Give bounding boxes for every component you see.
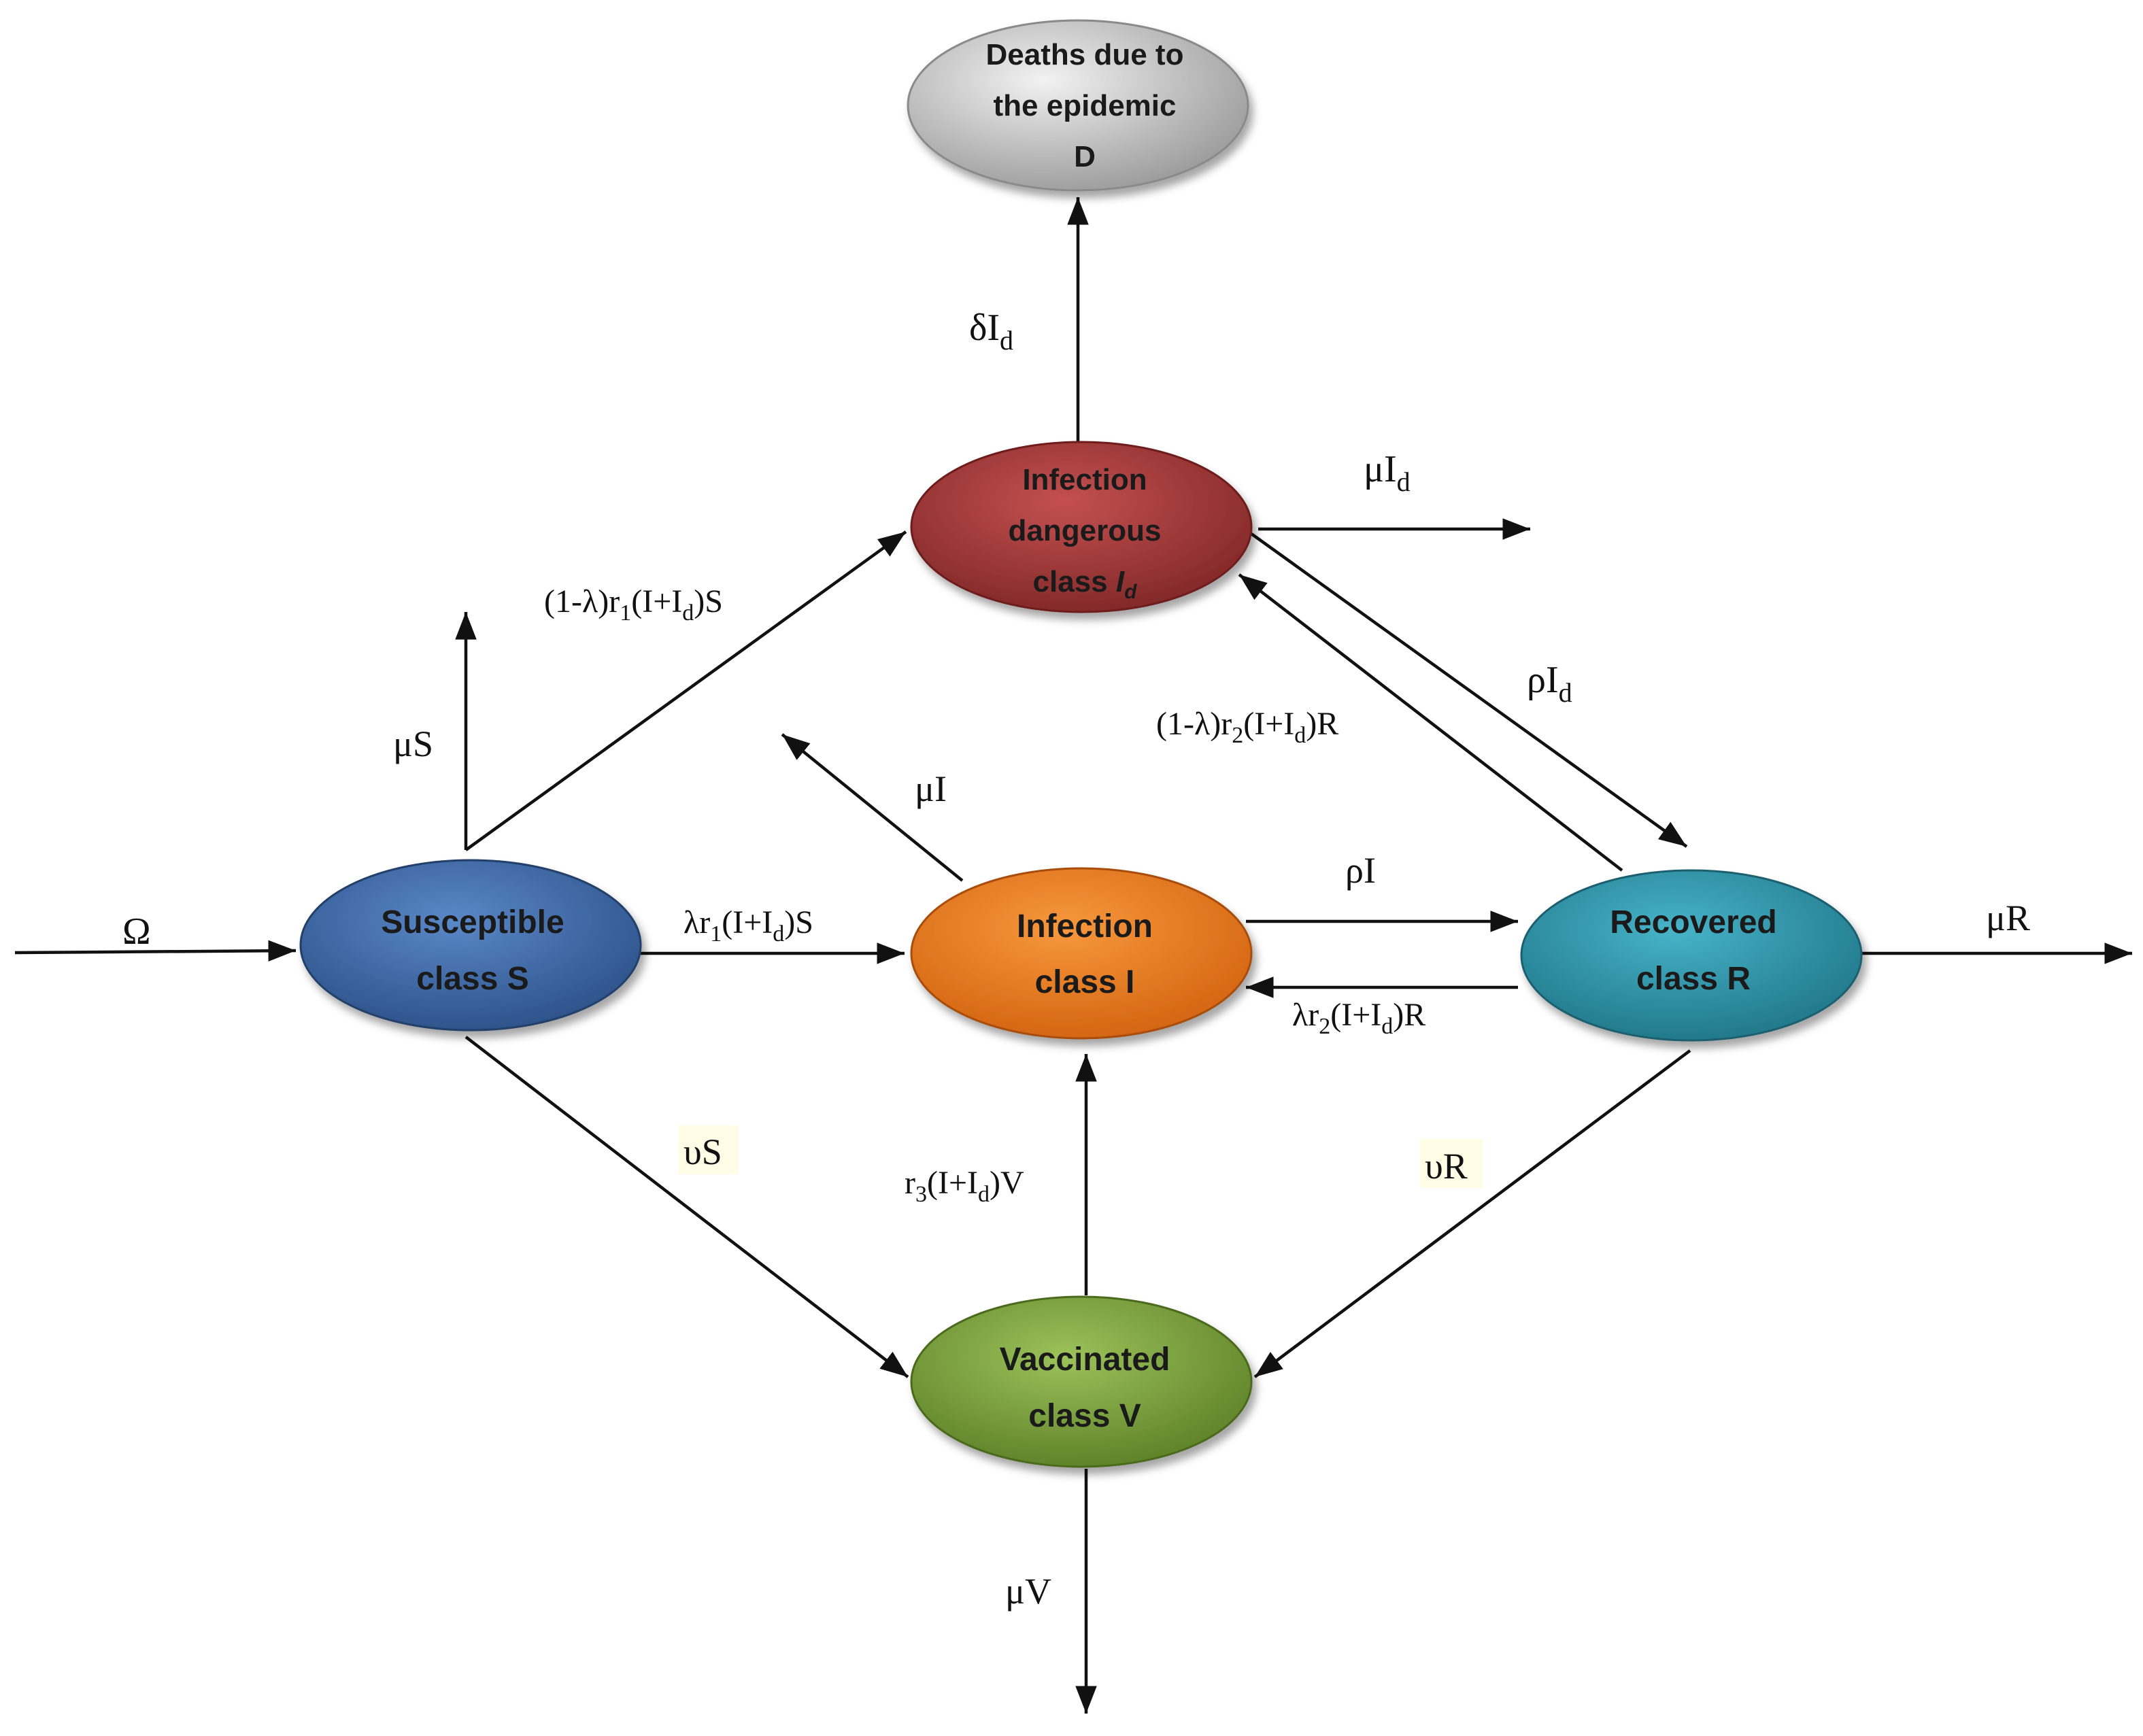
node-recovered: Recovered class R [1520,869,1863,1042]
deaths-line-1: Deaths due to [986,38,1184,71]
r-to-infection-rate-label: λr2(I+Id)R [1292,997,1425,1039]
node-dangerous: Infection dangerous class Id [910,441,1253,613]
upsilon-r-label: υR [1425,1146,1468,1187]
dangerous-line-3: class Id [1033,565,1138,603]
deaths-line-2: the epidemic [994,89,1177,122]
susceptible-ellipse [299,859,642,1032]
infection-ellipse [910,867,1253,1040]
recovered-to-vaccinated-arrow [1253,1049,1691,1378]
r-to-dangerous-rate-label: (1-λ)r2(I+Id)R [1156,706,1338,748]
mu-id-label: μId [1364,448,1411,497]
node-vaccinated: Vaccinated class V [910,1295,1253,1468]
rho-i-label: ρI [1345,850,1376,891]
recovered-ellipse [1520,869,1863,1042]
deaths-ellipse [907,19,1249,192]
delta-id-label: δId [969,307,1013,356]
susceptible-line-1: Susceptible [381,904,564,940]
v-to-infection-rate-label: r3(I+Id)V [905,1165,1024,1207]
susceptible-to-dangerous-arrow [465,530,907,851]
infection-line-1: Infection [1017,908,1153,944]
vaccinated-ellipse [910,1295,1253,1468]
node-infection: Infection class I [910,867,1253,1040]
s-to-dangerous-rate-label: (1-λ)r1(I+Id)S [544,583,723,626]
infection-death-arrow [781,733,964,882]
recovered-line-1: Recovered [1610,904,1776,940]
s-to-infection-rate-label: λr1(I+Id)S [684,904,813,947]
recovered-to-dangerous-arrow [1238,573,1623,872]
dangerous-line-2: dangerous [1009,514,1162,547]
upsilon-r-highlight [1420,1139,1483,1188]
edges [14,197,2132,1714]
dangerous-ellipse [910,441,1253,613]
omega-inflow-arrow [14,940,297,962]
mu-r-label: μR [1986,898,2030,938]
edge-labels: Ω μS μI μR μV ρI υS υR δId μId ρId (1-λ)… [122,307,2030,1612]
dangerous-to-recovered-arrow [1250,532,1688,848]
vaccinated-line-1: Vaccinated [1000,1342,1170,1378]
deaths-line-3: D [1074,140,1096,173]
upsilon-s-highlight [679,1125,739,1174]
mu-v-label: μV [1005,1571,1051,1612]
infection-line-2: class I [1035,964,1135,1000]
upsilon-s-label: υS [684,1131,722,1172]
recovered-line-2: class R [1636,961,1751,997]
mu-s-label: μS [393,724,433,764]
susceptible-line-2: class S [416,961,528,997]
mu-i-label: μI [915,768,947,809]
dangerous-line-1: Infection [1022,463,1147,496]
node-susceptible: Susceptible class S [299,859,642,1032]
vaccinated-line-2: class V [1028,1398,1141,1434]
omega-label: Ω [122,910,151,953]
node-deaths: Deaths due to the epidemic D [907,19,1249,192]
rho-id-label: ρId [1527,659,1572,708]
susceptible-to-vaccinated-arrow [465,1036,909,1378]
